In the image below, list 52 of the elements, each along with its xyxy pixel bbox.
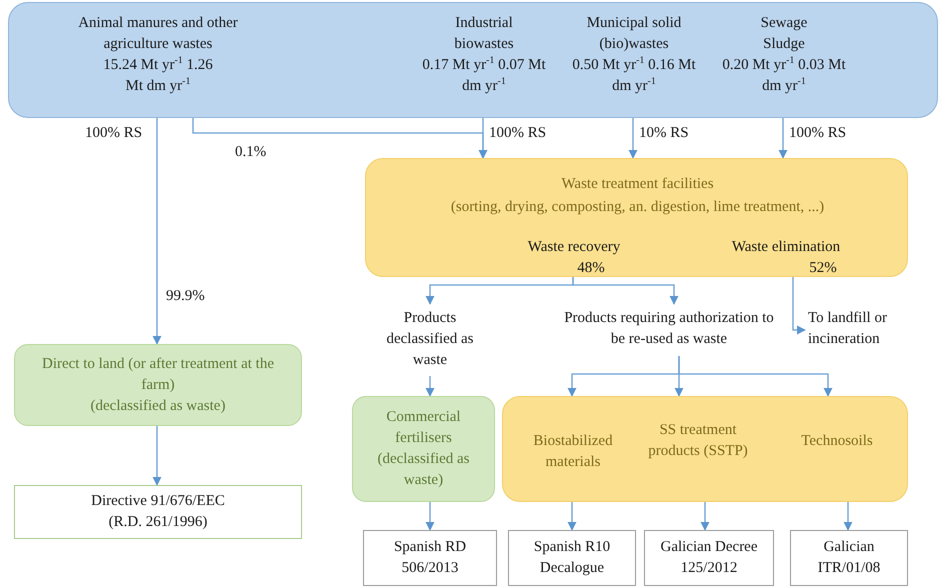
- regulation-box: [508, 530, 636, 586]
- process-box: [352, 396, 495, 502]
- source-amount: 0.17 Mt yr$^{-1}$ 0.07 Mt dm yr$^{-1}$: [421, 55, 547, 96]
- regulation-box: [14, 485, 302, 539]
- arrow: [792, 277, 806, 334]
- box-text: Spanish R10 Decalogue: [532, 538, 612, 578]
- process-box: [502, 396, 908, 502]
- arrow: [152, 426, 162, 486]
- box-subtitle: (sorting, drying, composting, an. digestion, lime treatment, ...): [450, 198, 826, 217]
- regulation-box: [363, 530, 497, 586]
- box-text: Technosoils: [800, 432, 874, 451]
- flow-text: Products requiring authorization to be re-used as waste: [556, 308, 782, 352]
- source-amount: 0.50 Mt yr$^{-1}$ 0.16 Mt dm yr$^{-1}$: [571, 55, 697, 96]
- regulation-box: [644, 530, 774, 586]
- branch-label: Waste recovery: [526, 238, 622, 257]
- arrow: [478, 118, 488, 159]
- box-text: Directive 91/676/EEC (R.D. 261/1996): [90, 492, 226, 532]
- source-name: Municipal solid (bio)wastes: [586, 14, 682, 54]
- box-text: Spanish RD 506/2013: [392, 538, 468, 578]
- box-text: (declassified as waste): [376, 450, 471, 490]
- box-text: Biostabilized materials: [532, 432, 614, 472]
- box-text: Galician Decree 125/2012: [659, 538, 759, 578]
- regulation-box: [790, 530, 908, 586]
- source-amount: 15.24 Mt yr$^{-1}$ 1.26 Mt dm yr$^{-1}$: [102, 55, 214, 96]
- source-amount: 0.20 Mt yr$^{-1}$ 0.03 Mt dm yr$^{-1}$: [721, 55, 847, 96]
- percentage-label: 48%: [576, 259, 606, 278]
- box-text: Direct to land (or after treatment at the farm): [41, 354, 275, 394]
- arrow: [426, 502, 434, 531]
- arrow: [426, 376, 434, 397]
- arrow: [778, 118, 788, 159]
- arrow: [568, 502, 576, 531]
- box-text: SS treatment products (SSTP): [648, 421, 748, 461]
- percentage-label: 52%: [808, 259, 838, 278]
- branch-label: Waste elimination: [730, 238, 842, 257]
- arrow: [572, 277, 678, 305]
- process-box: [14, 344, 302, 426]
- arrow: [152, 118, 162, 345]
- box-text: Galician ITR/01/08: [816, 538, 882, 578]
- box-text: Commercial fertilisers: [385, 408, 462, 448]
- arrow: [678, 356, 832, 397]
- process-box: [365, 158, 908, 277]
- arrow: [628, 118, 638, 159]
- source-name: Animal manures and other agriculture wastes: [77, 14, 239, 54]
- flow-text: Products declassified as waste: [368, 308, 492, 374]
- source-name: Sewage Sludge: [760, 14, 808, 54]
- box-text: (declassified as waste): [90, 396, 226, 416]
- flow-text: To landfill or incineration: [808, 308, 944, 352]
- source-panel: [8, 2, 938, 118]
- box-title: Waste treatment facilities: [560, 175, 715, 194]
- arrow: [844, 502, 852, 531]
- arrow: [700, 502, 710, 531]
- source-name: Industrial biowastes: [453, 14, 515, 54]
